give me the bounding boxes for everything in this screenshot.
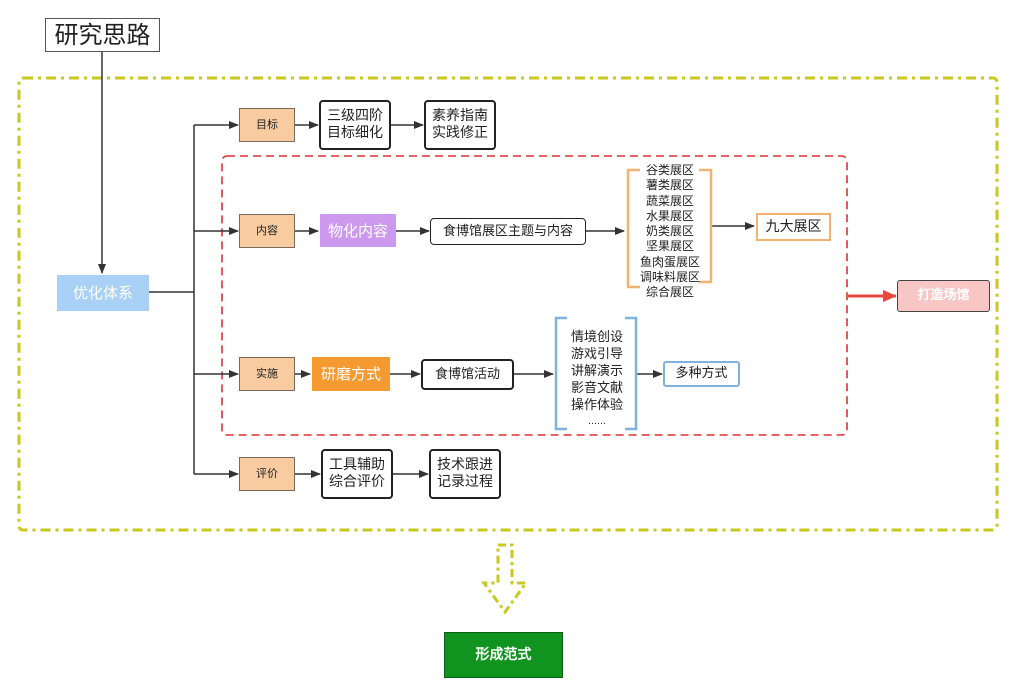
outer-frame — [17, 76, 999, 532]
category-evaluation: 评价 — [239, 457, 295, 491]
method-item: 讲解演示 — [570, 364, 623, 379]
exhibit-zone: 谷类展区 — [645, 163, 694, 177]
category-content: 内容 — [239, 214, 295, 248]
exhibit-zone: 蔬菜展区 — [645, 193, 694, 208]
method-list: 情境创设 游戏引导 讲解演示 影音文献 操作体验 …… — [562, 329, 632, 431]
museum-activity-node: 食博馆活动 — [421, 359, 514, 390]
exhibit-zone: 调味料展区 — [639, 270, 700, 285]
exhibit-zone: 水果展区 — [645, 208, 694, 223]
exhibit-zone: 综合展区 — [645, 285, 694, 300]
exhibit-zone: 薯类展区 — [645, 178, 694, 193]
study-method-node: 研磨方式 — [312, 357, 390, 391]
multiple-methods-node: 多种方式 — [663, 361, 740, 387]
method-item: 情境创设 — [570, 330, 623, 345]
goal-step-1: 三级四阶 目标细化 — [319, 100, 391, 150]
bracket-right-blue — [625, 316, 638, 431]
diagram-title: 研究思路 — [45, 18, 160, 52]
bracket-left-blue — [554, 316, 567, 431]
method-item: 操作体验 — [570, 398, 623, 413]
exhibit-zone: 坚果展区 — [645, 239, 694, 254]
down-hollow-arrow — [481, 543, 529, 615]
eval-step-2: 技术跟进 记录过程 — [429, 449, 501, 499]
exhibit-zone: 鱼肉蛋展区 — [639, 254, 700, 269]
method-item: 影音文献 — [570, 381, 623, 396]
category-goal: 目标 — [239, 108, 295, 142]
bracket-right-orange — [699, 168, 713, 284]
bracket-left-orange — [626, 168, 640, 289]
nine-zones-node: 九大展区 — [756, 213, 831, 241]
form-paradigm-node: 形成范式 — [444, 632, 563, 678]
exhibit-zone-list: 谷类展区 薯类展区 蔬菜展区 水果展区 奶类展区 坚果展区 鱼肉蛋展区 调味料展… — [630, 163, 710, 301]
inner-frame — [221, 155, 848, 436]
exhibit-zone: 奶类展区 — [645, 224, 694, 239]
exhibit-theme-node: 食博馆展区主题与内容 — [430, 218, 586, 245]
category-implementation: 实施 — [239, 357, 295, 391]
method-item: 游戏引导 — [570, 347, 623, 362]
method-item: …… — [588, 417, 606, 427]
eval-step-1: 工具辅助 综合评价 — [321, 449, 393, 499]
build-venue-node: 打造场馆 — [897, 280, 990, 312]
materialized-content-node: 物化内容 — [320, 214, 396, 247]
root-node-optimize-system: 优化体系 — [57, 275, 149, 311]
goal-step-2: 素养指南 实践修正 — [424, 100, 496, 150]
